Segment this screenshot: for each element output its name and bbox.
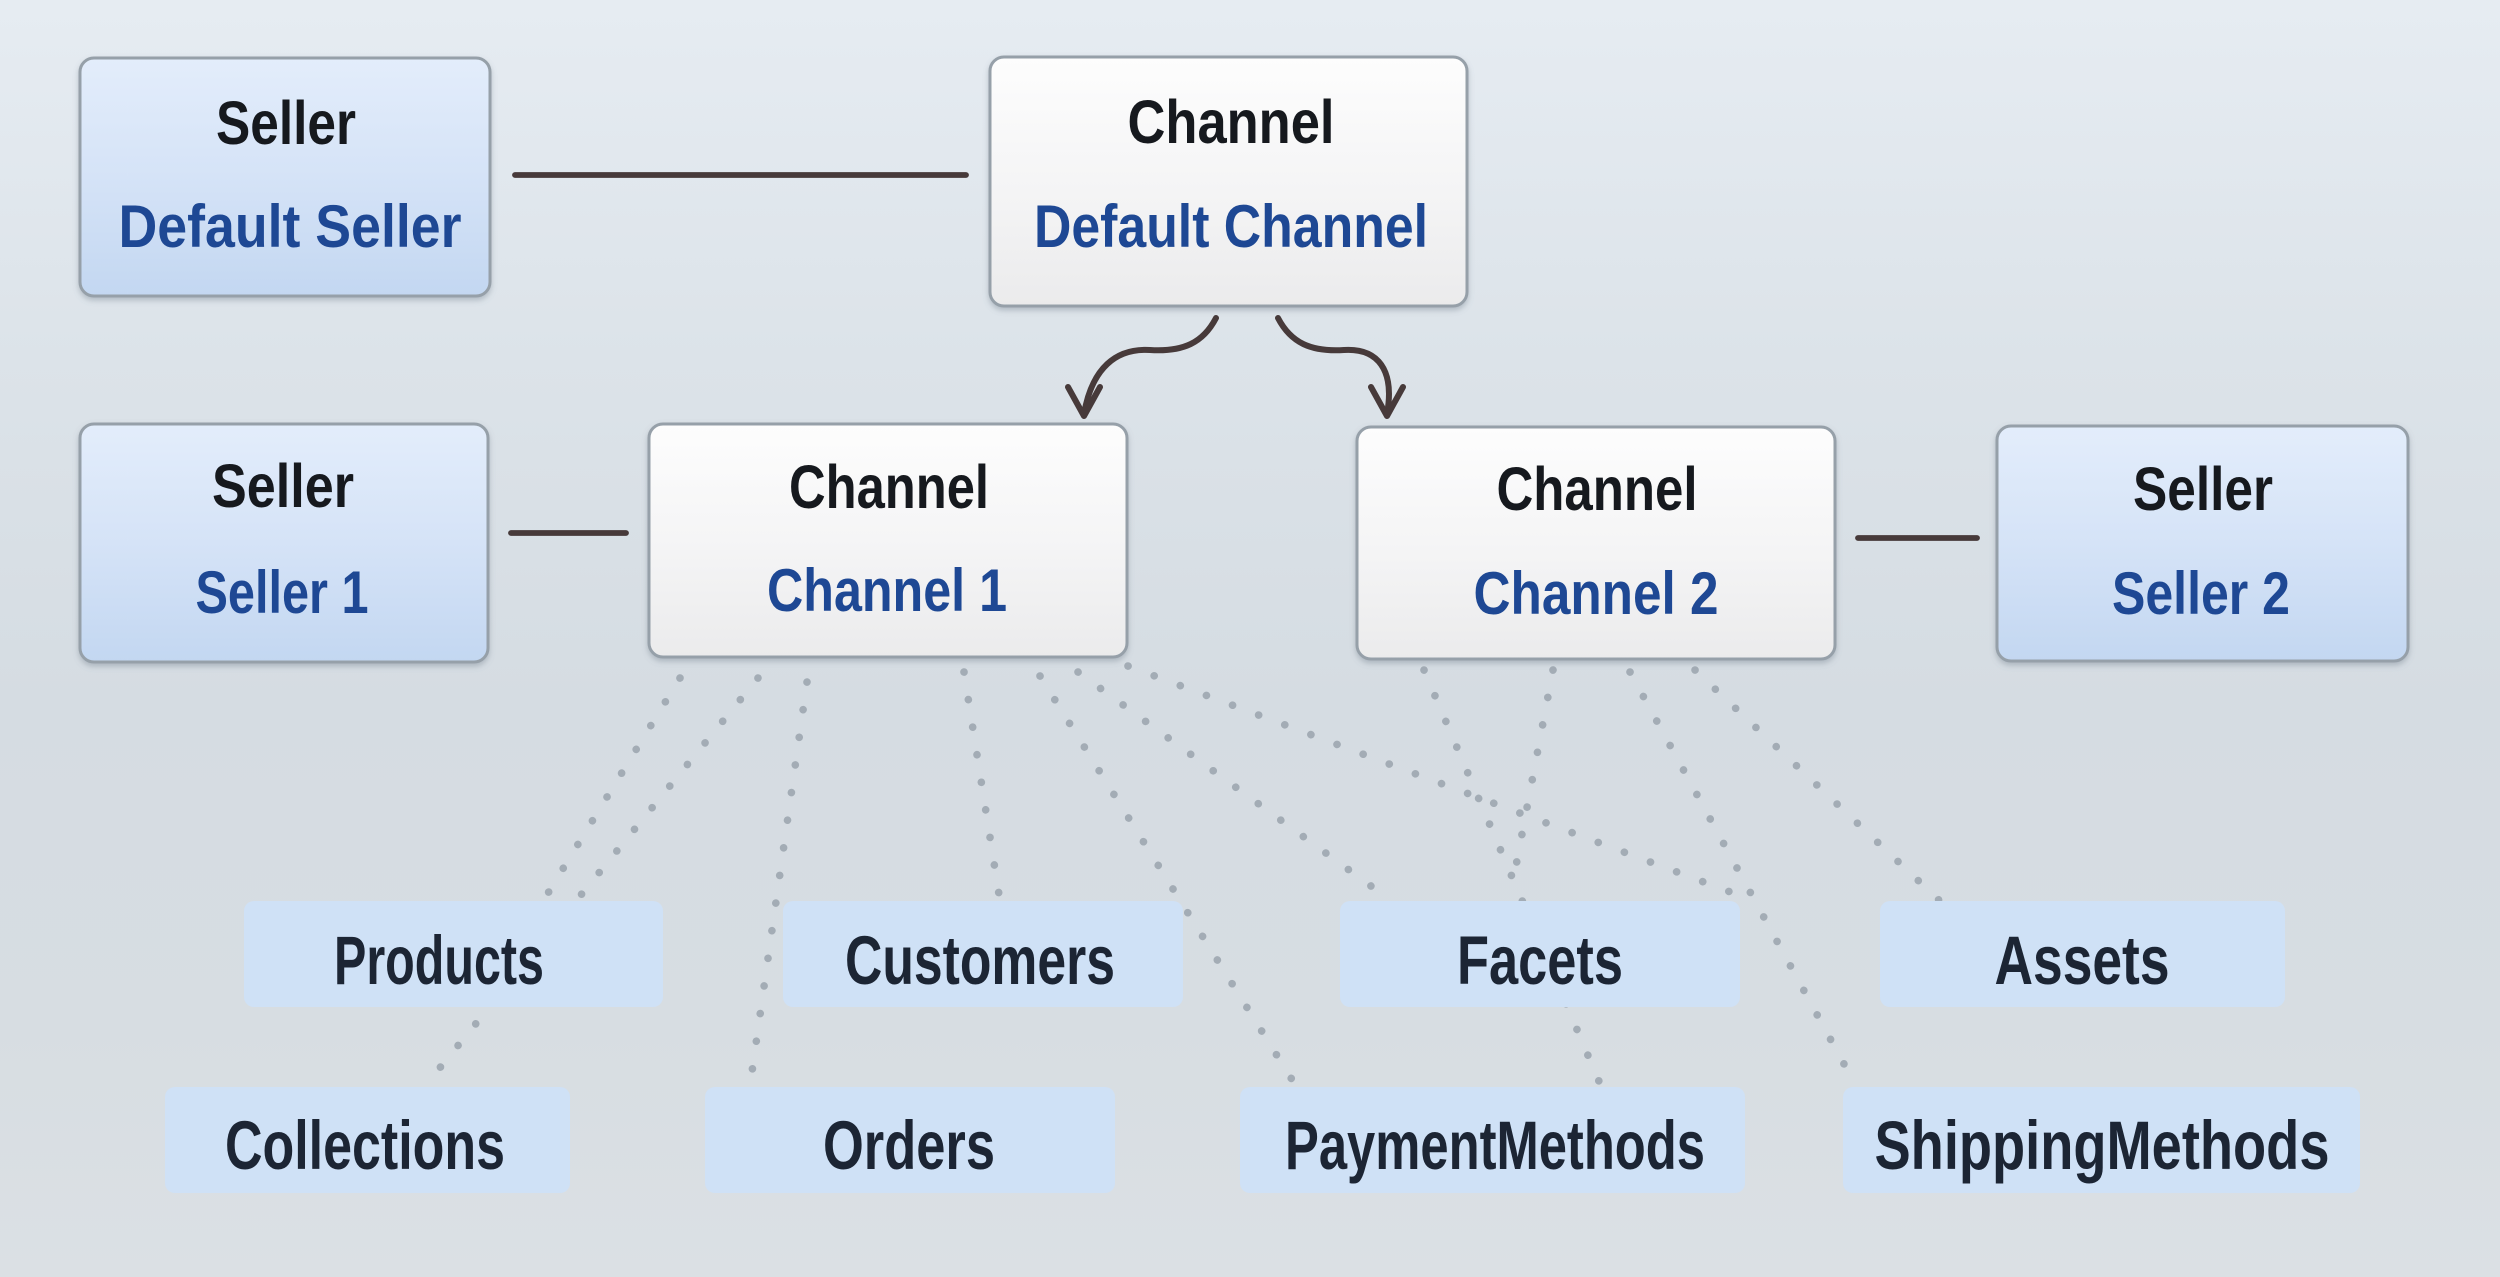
svg-text:Assets: Assets bbox=[1995, 922, 2170, 999]
svg-text:Seller 1: Seller 1 bbox=[196, 559, 369, 626]
svg-text:Orders: Orders bbox=[823, 1107, 995, 1184]
svg-text:PaymentMethods: PaymentMethods bbox=[1285, 1107, 1705, 1184]
svg-text:Channel: Channel bbox=[1128, 88, 1335, 156]
svg-text:Seller: Seller bbox=[216, 89, 356, 157]
svg-text:Products: Products bbox=[334, 922, 544, 999]
svg-text:Channel: Channel bbox=[1497, 455, 1698, 523]
svg-text:Channel: Channel bbox=[789, 453, 989, 521]
svg-text:Channel 2: Channel 2 bbox=[1474, 560, 1719, 627]
svg-text:Seller: Seller bbox=[212, 452, 354, 520]
svg-text:Default Seller: Default Seller bbox=[119, 193, 462, 260]
svg-text:Default Channel: Default Channel bbox=[1034, 193, 1428, 260]
svg-text:Facets: Facets bbox=[1457, 922, 1623, 999]
svg-text:Seller: Seller bbox=[2133, 455, 2273, 523]
svg-text:Customers: Customers bbox=[845, 922, 1115, 999]
svg-text:Channel 1: Channel 1 bbox=[767, 557, 1007, 624]
svg-text:ShippingMethods: ShippingMethods bbox=[1875, 1107, 2330, 1184]
svg-text:Seller 2: Seller 2 bbox=[2112, 560, 2290, 627]
svg-text:Collections: Collections bbox=[225, 1107, 505, 1184]
